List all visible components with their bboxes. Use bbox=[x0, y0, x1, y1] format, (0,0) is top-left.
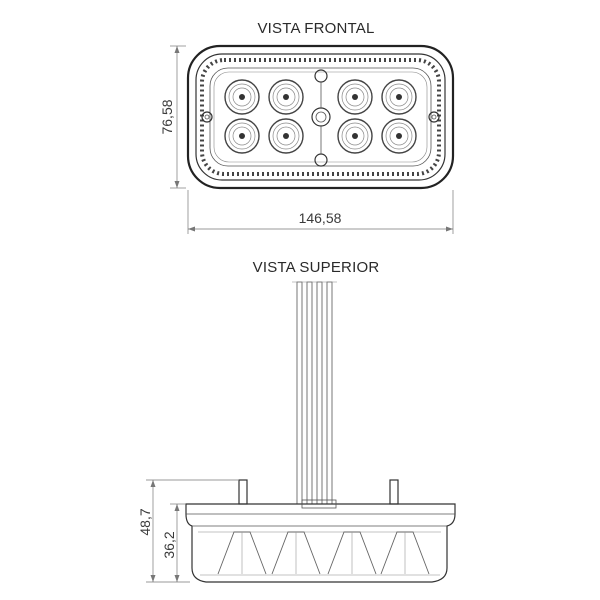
top-view-title: VISTA SUPERIOR bbox=[253, 259, 380, 276]
cable-wires bbox=[292, 281, 337, 505]
mounting-hole-right bbox=[428, 111, 440, 123]
total-height-label: 48,7 bbox=[137, 508, 153, 535]
top-view-lamp-body bbox=[185, 499, 456, 583]
mounting-hole-left bbox=[201, 111, 213, 123]
body-height-label: 36,2 bbox=[161, 531, 177, 558]
front-view-title: VISTA FRONTAL bbox=[257, 20, 374, 37]
led-array bbox=[224, 79, 417, 154]
height-dimension: 76,58 bbox=[159, 45, 186, 189]
height-dim-label: 76,58 bbox=[159, 99, 175, 134]
led-reflector bbox=[337, 118, 373, 154]
led-reflector bbox=[224, 79, 260, 115]
width-dim-label: 146,58 bbox=[299, 210, 342, 226]
front-view-lamp bbox=[186, 44, 455, 190]
led-reflector bbox=[381, 118, 417, 154]
led-reflector bbox=[268, 79, 304, 115]
led-reflector bbox=[381, 79, 417, 115]
led-reflector bbox=[337, 79, 373, 115]
led-reflector bbox=[224, 118, 260, 154]
body-height-dimension: 36,2 bbox=[161, 503, 186, 582]
width-dimension: 146,58 bbox=[187, 190, 454, 234]
led-reflector bbox=[268, 118, 304, 154]
total-height-dimension: 48,7 bbox=[137, 479, 238, 583]
